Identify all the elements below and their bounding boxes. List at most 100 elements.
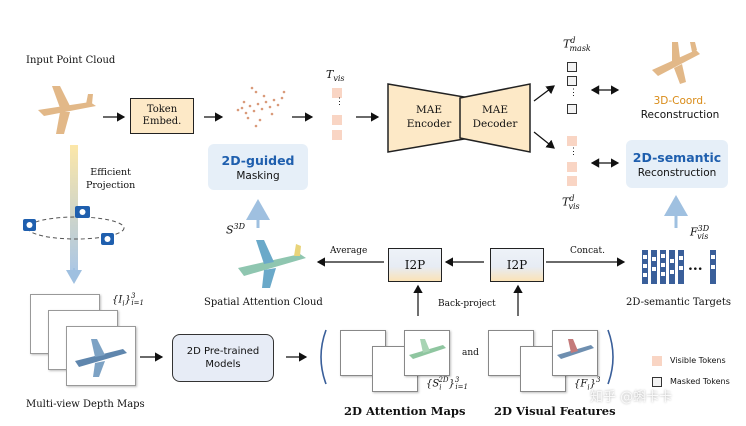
token-embed-block: Token Embed.	[130, 98, 194, 134]
s2d-set-label: {Si2D}3i=1	[426, 376, 468, 391]
depth-set-sub: i	[122, 299, 125, 308]
masked-token	[567, 62, 577, 72]
semantic-targets-label: 2D-semantic Targets	[626, 297, 731, 308]
depth-set-label: {Ii}3i=1	[112, 292, 144, 307]
f-set-label: {Fi}3	[574, 376, 600, 391]
s3d-sup: 3D	[233, 222, 246, 231]
pretrained-line2: Models	[205, 359, 241, 370]
semantic-reconstruction-card: 2D-semantic Reconstruction	[626, 140, 728, 188]
visible-token	[567, 176, 577, 186]
pretrained-line1: 2D Pre-trained	[186, 346, 260, 357]
depth-set-sup: 3	[130, 292, 136, 300]
mae-decoder-line2: Decoder	[472, 118, 518, 130]
depth-set-close: }	[124, 294, 131, 306]
multi-view-depth-maps-label: Multi-view Depth Maps	[26, 399, 145, 410]
f-set-close: }	[589, 378, 596, 390]
camera-icon	[75, 206, 90, 218]
attention-maps-label: 2D Attention Maps	[344, 404, 466, 418]
f-vis-sub: vis	[697, 231, 709, 241]
coord-reconstruction-label: 3D-Coord. Reconstruction	[630, 94, 730, 122]
airplane-attention-icon	[409, 339, 446, 359]
s2d-sub: i	[439, 383, 442, 392]
i2p-block-features: I2P	[490, 248, 544, 282]
efficient-projection-label: Efficient Projection	[86, 166, 135, 192]
coord-line2: Reconstruction	[640, 109, 720, 121]
t-mask-label: Tdmask	[563, 36, 591, 53]
f-set-sub: i	[587, 383, 590, 392]
visible-token	[332, 88, 342, 98]
t-vis-d-sub: vis	[568, 201, 580, 211]
spatial-attention-cloud-icon	[238, 240, 306, 288]
camera-icon	[23, 219, 36, 231]
airplane-feature-icon	[557, 339, 594, 359]
mae-encoder-line2: Encoder	[406, 118, 452, 130]
camera-icon	[101, 233, 114, 245]
s2d-set-open: {S	[426, 378, 440, 390]
pretrained-models-block: 2D Pre-trained Models	[172, 334, 274, 382]
guided-line2: Masking	[236, 169, 280, 182]
mae-encoder-block: MAE Encoder	[386, 82, 472, 154]
visible-token	[332, 115, 342, 125]
t-vis-d-sup: d	[569, 194, 575, 203]
airplane-point-cloud-icon	[652, 42, 700, 84]
token-ellipsis: ⋮	[569, 88, 578, 98]
semantic-target-bar	[642, 250, 648, 284]
semantic-target-bar	[660, 250, 666, 284]
concat-label: Concat.	[570, 246, 605, 256]
t-vis-d-symbol: T	[562, 195, 570, 209]
back-project-label: Back-project	[438, 299, 496, 309]
token-ellipsis: ⋮	[569, 147, 578, 157]
s2d-sup: 2D	[438, 376, 449, 384]
semantic-target-bar	[669, 250, 675, 284]
visible-token	[567, 162, 577, 172]
legend-masked-swatch	[652, 377, 662, 387]
f-vis-label: F3Dvis	[690, 224, 709, 241]
bar-ellipsis: ...	[688, 258, 703, 274]
legend-masked-label: Masked Tokens	[670, 377, 730, 386]
visible-token	[567, 136, 577, 146]
visual-feature-thumb	[552, 330, 598, 376]
and-label: and	[462, 348, 479, 358]
visible-token	[332, 130, 342, 140]
i2p-left-label: I2P	[404, 258, 426, 272]
i2p-block-attention: I2P	[388, 248, 442, 282]
i2p-right-label: I2P	[506, 258, 528, 272]
masked-token	[567, 76, 577, 86]
s2d-set-close: }	[448, 378, 455, 390]
semantic-target-bar	[678, 250, 684, 284]
semantic-target-bar	[651, 250, 657, 284]
depth-map	[66, 326, 136, 386]
mae-encoder-line1: MAE	[416, 104, 442, 116]
depth-set-open: {I	[112, 294, 123, 306]
mae-decoder-block: MAE Decoder	[458, 82, 544, 154]
attention-map-thumb	[404, 330, 450, 376]
semantic-line1: 2D-semantic	[632, 149, 722, 165]
t-mask-sup: d	[570, 36, 576, 45]
token-embed-line1: Token	[146, 104, 178, 115]
t-vis-d-label: Tdvis	[562, 194, 580, 211]
f-vis-symbol: F	[690, 225, 698, 239]
masked-token	[567, 104, 577, 114]
decoder-trapezoid-icon	[459, 83, 531, 153]
s3d-label: S3D	[226, 222, 245, 237]
input-point-cloud-label: Input Point Cloud	[26, 55, 116, 66]
s3d-symbol: S	[226, 223, 234, 237]
f-set-open: {F	[574, 378, 588, 390]
visual-features-label: 2D Visual Features	[494, 404, 616, 418]
depth-set-range: i=1	[131, 299, 144, 308]
f-set-sup: 3	[595, 376, 601, 384]
mae-decoder-line1: MAE	[482, 104, 508, 116]
semantic-target-bar	[710, 250, 716, 284]
semantic-line2: Reconstruction	[637, 166, 717, 179]
efficient-line1: Efficient	[90, 167, 131, 178]
watermark: 知乎 @蝌卡卡	[590, 390, 673, 405]
t-mask-sub: mask	[569, 43, 591, 53]
t-vis-symbol: T	[326, 68, 334, 81]
guided-masking-card: 2D-guided Masking	[208, 144, 308, 190]
token-embed-line2: Embed.	[142, 116, 182, 127]
airplane-depth-icon	[75, 339, 127, 377]
legend-visible-label: Visible Tokens	[670, 356, 726, 365]
s2d-set-range: i=1	[455, 383, 468, 392]
depth-map-stack	[30, 294, 140, 390]
